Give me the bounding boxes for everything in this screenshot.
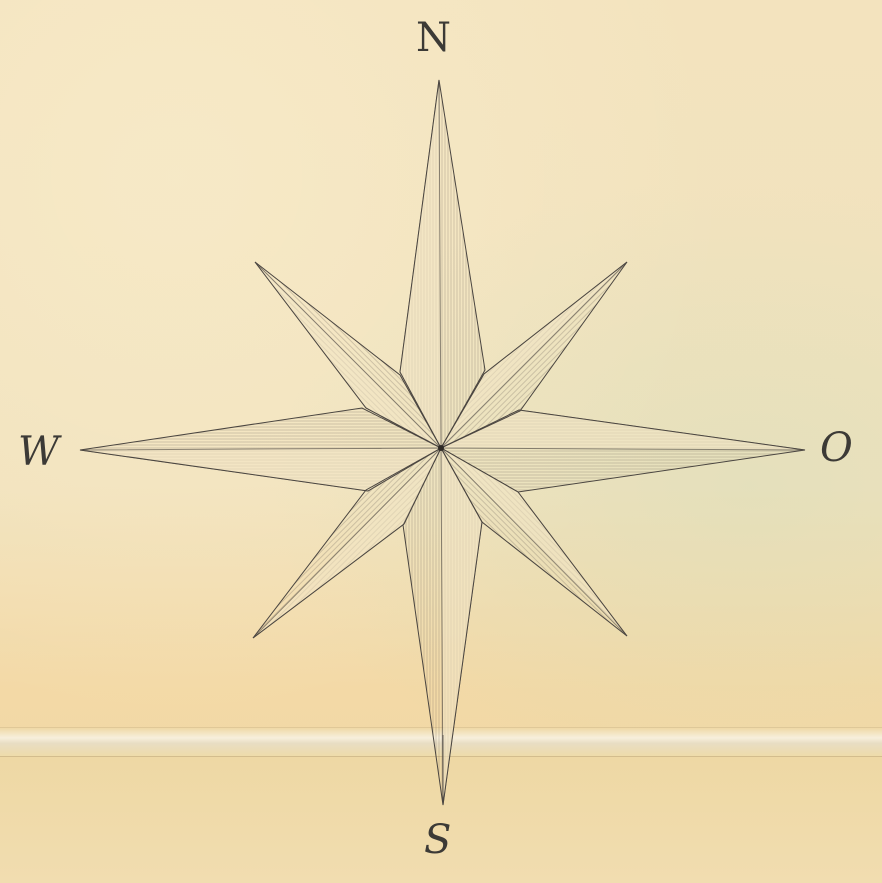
compass-center: [438, 445, 444, 451]
south-label: S: [424, 820, 451, 860]
west-label: W: [18, 432, 59, 472]
north-label: N: [416, 18, 449, 58]
east-label: O: [820, 428, 853, 468]
